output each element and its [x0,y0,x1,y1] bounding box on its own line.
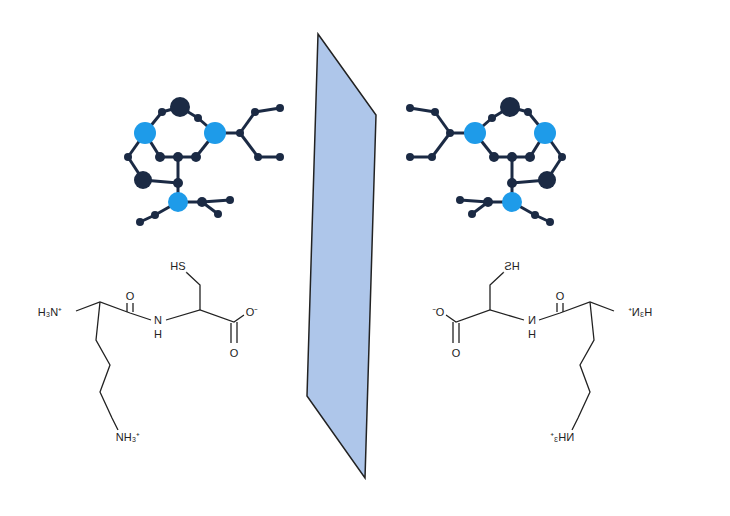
atom-ball [191,152,201,162]
skeletal-bond [186,272,200,310]
atom-label: NH₃⁺ [115,431,141,444]
atom-label: NH₃⁺ [549,431,575,444]
double-bond [230,323,231,343]
atom-ball [251,108,259,116]
double-bond [452,322,453,343]
atom-ball [204,122,226,144]
atom-label: HS [169,260,186,273]
atom-ball [155,152,165,162]
atom-ball [276,104,284,112]
double-bond [458,323,459,343]
atom-ball [500,97,520,117]
skeletal-bond [446,310,524,322]
skeletal-bond [572,302,594,430]
atom-ball [446,129,454,137]
atom-label: H [153,328,163,341]
ball-stick-molecule-mirror [406,97,566,226]
double-bond [132,303,133,312]
atom-label: O [555,290,566,303]
atom-ball [197,197,207,207]
double-bond [126,303,127,312]
atom-ball [151,211,159,219]
skeletal-bond [76,302,151,320]
atom-ball [546,218,554,226]
atom-ball [488,114,496,122]
atom-ball [468,210,476,218]
atom-ball [124,153,132,161]
skeletal-bond [166,310,244,322]
atom-ball [276,153,284,161]
atom-ball [525,152,535,162]
atom-ball [534,122,556,144]
atom-label: HS [503,260,520,273]
atom-ball [254,153,262,161]
atom-ball [558,153,566,161]
ball-stick-molecule [124,97,284,226]
atom-label: O [125,290,136,303]
skeletal-bond [96,302,118,430]
atom-ball [194,114,202,122]
bond-stick [240,133,258,157]
atom-ball [173,152,183,162]
atom-ball [524,108,532,116]
atom-ball [538,171,556,189]
atom-ball [158,108,166,116]
atom-ball [406,153,414,161]
atom-ball [531,211,539,219]
atom-ball [428,153,436,161]
atom-ball [214,210,222,218]
atom-ball [507,178,517,188]
atom-label: N [527,314,537,327]
atom-ball [502,192,522,212]
atom-ball [464,122,486,144]
atom-label: O⁻ [245,306,260,319]
mirror-plane [307,34,376,478]
atom-ball [226,196,234,204]
atom-label: O⁻ [431,306,446,319]
bond-stick [432,133,450,157]
atom-ball [431,108,439,116]
skeletal-structure-mirror [446,272,614,430]
atom-ball [507,152,517,162]
atom-label: O [451,347,462,360]
skeletal-structure [76,272,244,430]
skeletal-bond [539,302,614,320]
atom-ball [173,178,183,188]
atom-label: H₃N⁺ [627,306,653,319]
atom-ball [134,171,152,189]
atom-label: O [229,347,240,360]
double-bond [236,322,237,343]
atom-ball [134,122,156,144]
atom-ball [136,218,144,226]
atom-ball [168,192,188,212]
double-bond [562,303,563,312]
atom-ball [456,196,464,204]
atom-label: H [527,328,537,341]
atom-label: N [153,314,163,327]
atom-ball [170,97,190,117]
atom-ball [489,152,499,162]
double-bond [556,303,557,312]
atom-ball [483,197,493,207]
atom-ball [406,104,414,112]
atom-ball [236,129,244,137]
atom-label: H₃N⁺ [37,306,63,319]
skeletal-bond [490,272,504,310]
